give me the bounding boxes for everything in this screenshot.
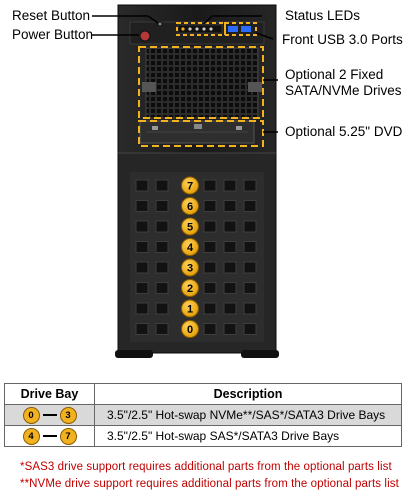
drive-bay-number: 2: [187, 283, 193, 295]
bay-vent-slot: [203, 200, 217, 212]
usb-port-2: [241, 26, 251, 32]
bay-vent-slot: [223, 282, 237, 294]
footnote-sas3: *SAS3 drive support requires additional …: [20, 461, 392, 473]
drive-bay-number: 7: [187, 181, 193, 193]
bay-vent-slot: [243, 179, 257, 192]
bay-vent-slot: [135, 261, 149, 274]
bay-vent-slot: [223, 220, 237, 233]
bay-vent-slot: [223, 241, 237, 253]
bay-vent-slot: [155, 323, 169, 335]
bay-vent-slot: [243, 220, 257, 233]
callout-status-leds: Status LEDs: [285, 8, 361, 23]
drive-bay-badge: 0: [181, 320, 199, 338]
drive-bay-number: 5: [187, 222, 193, 234]
fixed-drive-bays: [142, 47, 262, 119]
range-dash: [42, 414, 57, 416]
bay-vent-slot: [135, 241, 149, 253]
drive-bay-number: 3: [187, 263, 193, 275]
callout-reset-button: Reset Button: [12, 8, 91, 23]
bay-vent-slot: [223, 302, 237, 315]
bay-vent-slot: [203, 323, 217, 335]
status-led-row: [181, 27, 213, 31]
bay-vent-slot: [243, 200, 257, 212]
hot-swap-bay-grid: [130, 172, 264, 342]
drive-bay-badge: 6: [181, 197, 199, 215]
bay-vent-slot: [243, 261, 257, 274]
callout-fixed-drives-line1: Optional 2 Fixed: [285, 67, 384, 82]
bay-vent-slot: [203, 261, 217, 274]
server-chassis-illustration: 7 6 5 4 3 2 1 0: [92, 4, 279, 358]
bay-badge-to: 3: [59, 406, 77, 424]
drive-bay-number: 1: [187, 304, 193, 316]
usb-port-1: [228, 26, 238, 32]
bay-vent-slot: [203, 179, 217, 192]
bay-vent-slot: [135, 302, 149, 315]
drive-bay-badges: 7 6 5 4 3 2 1 0: [181, 176, 199, 338]
bay-vent-slot: [243, 282, 257, 294]
bay-vent-slot: [135, 282, 149, 294]
column-header-description: Description: [94, 383, 402, 405]
drive-bay-badge: 1: [181, 299, 199, 318]
bay-badge-from: 4: [22, 427, 40, 445]
dvd-drive: [139, 120, 255, 144]
bay-vent-slot: [135, 220, 149, 233]
drive-bay-badge: 2: [181, 279, 199, 297]
bay-vent-slot: [243, 241, 257, 253]
callout-front-usb: Front USB 3.0 Ports: [282, 32, 403, 47]
drive-bay-badge: 3: [181, 258, 199, 277]
bay-vent-slot: [155, 241, 169, 253]
bay-vent-slot: [223, 200, 237, 212]
bay-vent-slot: [243, 302, 257, 315]
bay-vent-slot: [155, 261, 169, 274]
table-header-row: Drive Bay Description: [4, 383, 402, 405]
bay-vent-slot: [203, 302, 217, 315]
bay-vent-slot: [243, 323, 257, 335]
power-button-icon: [139, 30, 151, 42]
drive-bay-badge: 5: [181, 217, 199, 236]
bay-vent-slot: [155, 200, 169, 212]
bay-vent-slot: [155, 220, 169, 233]
bay-vent-slot: [223, 323, 237, 335]
bay-vent-slot: [155, 302, 169, 315]
callout-fixed-drives-line2: SATA/NVMe Drives: [285, 83, 402, 98]
column-header-drive-bay: Drive Bay: [4, 383, 95, 405]
bay-badge-from: 0: [22, 406, 40, 424]
drive-bay-description: 3.5"/2.5" Hot-swap NVMe**/SAS*/SATA3 Dri…: [94, 404, 402, 426]
bay-vent-slot: [155, 179, 169, 192]
range-dash: [42, 435, 57, 437]
bay-vent-slot: [203, 282, 217, 294]
chassis-feet: [115, 350, 279, 358]
bay-vent-slot: [135, 179, 149, 192]
drive-bay-badge: 4: [181, 238, 199, 256]
callout-optional-dvd: Optional 5.25" DVD: [285, 124, 403, 139]
callout-power-button: Power Button: [12, 27, 94, 42]
bay-vent-slot: [203, 220, 217, 233]
drive-bay-number: 4: [187, 242, 194, 254]
bay-vent-slot: [135, 200, 149, 212]
dvd-highlight: [138, 120, 264, 147]
drive-bay-description: 3.5"/2.5" Hot-swap SAS*/SATA3 Drive Bays: [94, 425, 402, 447]
bay-vent-slot: [223, 179, 237, 192]
bay-vent-slot: [135, 323, 149, 335]
control-panel-highlight: [176, 22, 257, 36]
callout-leaders: [92, 15, 278, 133]
bay-vent-slot: [223, 261, 237, 274]
footnote-nvme: **NVMe drive support requires additional…: [20, 478, 399, 490]
bay-badge-to: 7: [59, 427, 77, 445]
bay-vent-slot: [203, 241, 217, 253]
drive-bay-number: 0: [187, 324, 193, 336]
reset-button-icon: [157, 21, 163, 27]
control-panel: [129, 21, 265, 45]
drive-bay-badge: 7: [181, 176, 199, 195]
fixed-drive-highlight: [138, 46, 264, 119]
bay-vent-slot: [155, 282, 169, 294]
drive-bay-number: 6: [187, 201, 193, 213]
